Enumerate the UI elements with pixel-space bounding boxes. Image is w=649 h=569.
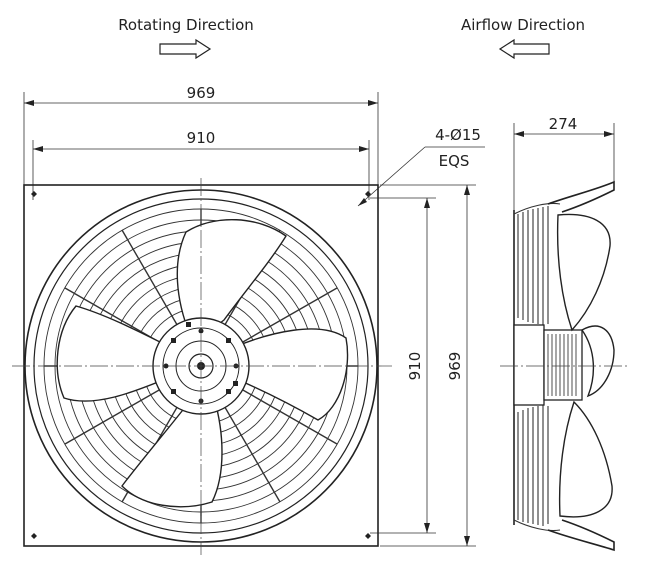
airflow-direction-label: Airflow Direction	[461, 16, 585, 34]
blade-left	[56, 305, 172, 402]
ring-width-value: 910	[187, 129, 216, 147]
arrow-right-icon	[159, 38, 212, 60]
holes-note: EQS	[439, 152, 470, 170]
dim-frame-height: 969	[380, 184, 476, 547]
dim-ring-width: 910	[32, 129, 370, 200]
hole-callout: 4-Ø15 EQS	[357, 126, 485, 207]
side-blades	[556, 213, 615, 518]
side-motor	[513, 324, 583, 406]
side-view	[500, 180, 628, 552]
mounting-holes	[31, 191, 371, 539]
rotating-direction-label: Rotating Direction	[118, 16, 254, 34]
dim-ring-height: 910	[370, 197, 436, 534]
frame-width-value: 969	[187, 84, 216, 102]
dim-frame-width: 969	[23, 84, 379, 185]
side-venturi-top	[547, 180, 615, 213]
arrow-left-icon	[498, 38, 550, 60]
dim-depth: 274	[513, 115, 615, 210]
side-venturi-bottom	[547, 519, 615, 552]
frame-height-value: 969	[446, 352, 464, 381]
fan-blades	[56, 218, 349, 508]
front-view	[12, 178, 392, 555]
side-guard	[513, 202, 561, 532]
depth-value: 274	[549, 115, 578, 133]
holes-label: 4-Ø15	[435, 126, 481, 144]
ring-height-value: 910	[406, 352, 424, 381]
blade-top	[176, 218, 287, 336]
